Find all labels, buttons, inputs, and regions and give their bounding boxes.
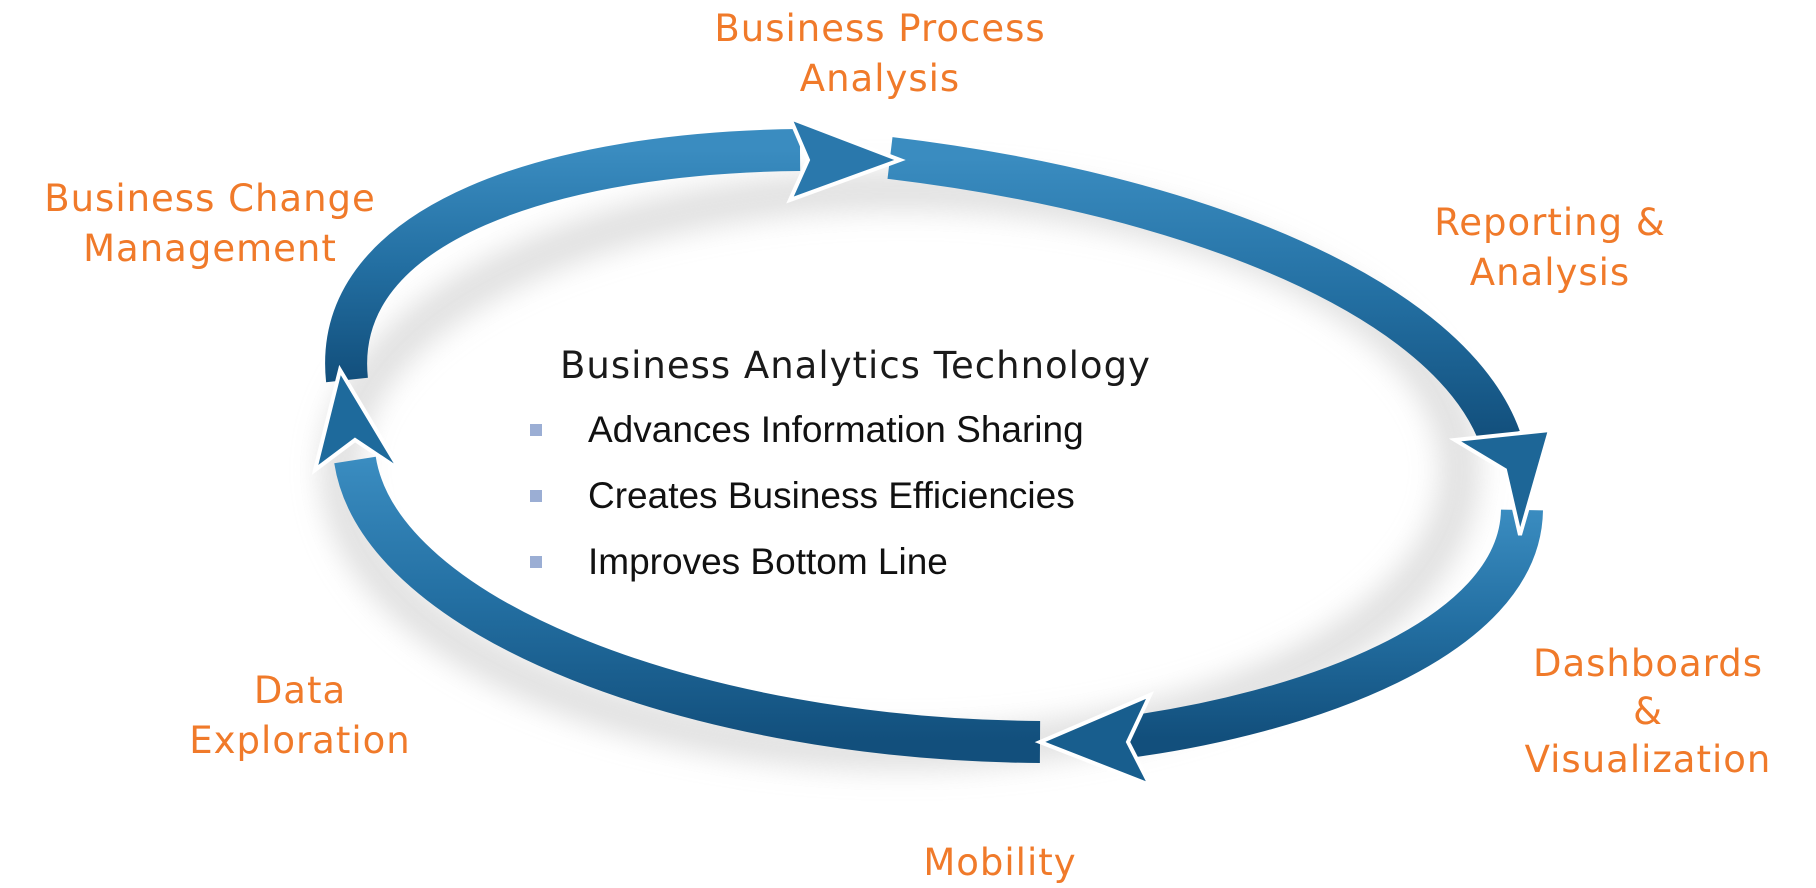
stage-label-line: Data xyxy=(253,669,347,712)
stage-label-line: Reporting & xyxy=(1434,201,1666,244)
stage-mobility: Mobility xyxy=(840,838,1160,888)
arc-left-top xyxy=(325,129,801,383)
square-bullet-icon xyxy=(530,490,542,502)
arc-top-right xyxy=(887,137,1520,446)
arrowhead-right xyxy=(1448,427,1553,536)
bullet-text: Advances Information Sharing xyxy=(588,409,1084,450)
arc-right-bottom xyxy=(1117,508,1543,759)
stage-reporting-analysis: Reporting & Analysis xyxy=(1380,198,1720,298)
stage-label-line: Business Change xyxy=(44,177,376,220)
stage-label-line: Business Process xyxy=(714,7,1046,50)
arrowhead-bottom xyxy=(1034,691,1155,789)
square-bullet-icon xyxy=(530,424,542,436)
center-title: Business Analytics Technology xyxy=(560,344,1151,387)
center-summary: Business Analytics Technology Advances I… xyxy=(530,344,1290,595)
list-item: Creates Business Efficiencies xyxy=(530,463,1290,529)
stage-label-line: Management xyxy=(83,227,337,270)
stage-label-line: Analysis xyxy=(799,57,961,100)
stage-label-line: Exploration xyxy=(189,719,411,762)
stage-label-line: Mobility xyxy=(923,841,1077,884)
square-bullet-icon xyxy=(530,556,542,568)
stage-label-line: & xyxy=(1633,690,1663,733)
arrowhead-top xyxy=(786,114,906,204)
list-item: Improves Bottom Line xyxy=(530,529,1290,595)
bullet-text: Improves Bottom Line xyxy=(588,541,948,582)
stage-label-line: Analysis xyxy=(1469,251,1631,294)
stage-label-line: Visualization xyxy=(1524,738,1772,781)
arrowhead-left xyxy=(311,364,402,475)
stage-business-process-analysis: Business Process Analysis xyxy=(620,4,1140,104)
stage-business-change-management: Business Change Management xyxy=(0,174,420,274)
stage-dashboards-visualization: Dashboards & Visualization xyxy=(1480,640,1816,784)
bullet-text: Creates Business Efficiencies xyxy=(588,475,1075,516)
bullet-list: Advances Information Sharing Creates Bus… xyxy=(530,397,1290,595)
stage-data-exploration: Data Exploration xyxy=(130,666,470,766)
arc-bottom-left xyxy=(334,455,1041,763)
list-item: Advances Information Sharing xyxy=(530,397,1290,463)
stage-label-line: Dashboards xyxy=(1532,642,1763,685)
